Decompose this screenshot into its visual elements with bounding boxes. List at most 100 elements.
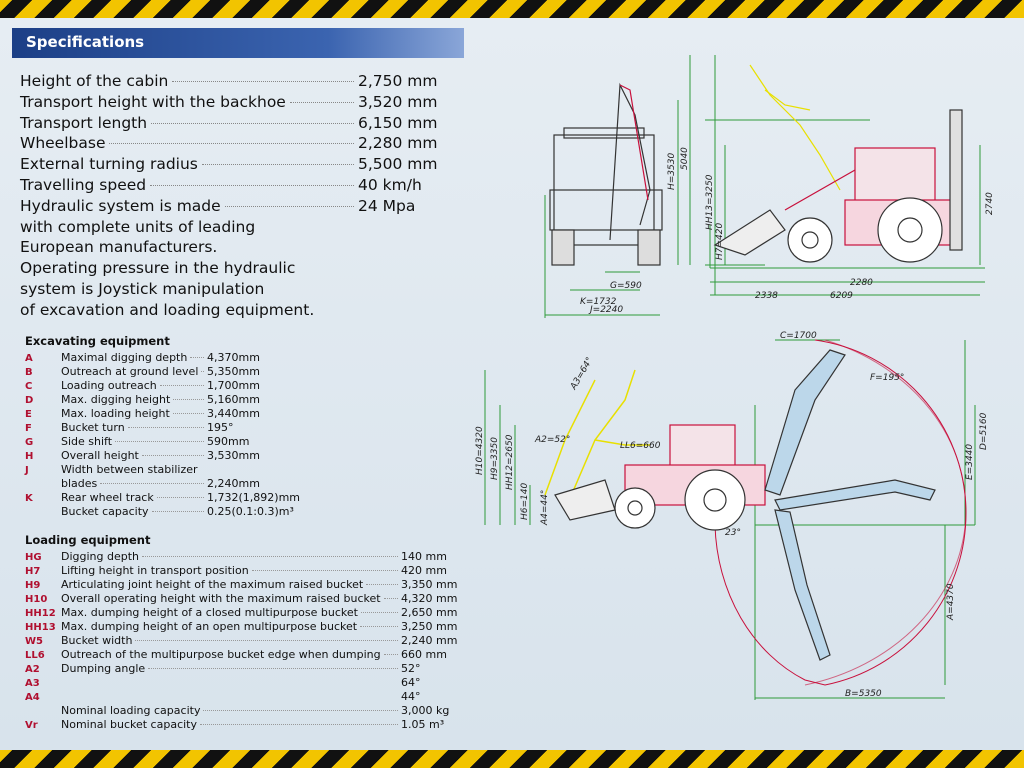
row-code: B: [25, 367, 33, 378]
table-row: HH13 Max. dumping height of an open multi…: [25, 620, 465, 634]
row-label: Overall height: [61, 449, 139, 462]
row-code: A: [25, 353, 33, 364]
spec-value: 2,750 mm: [358, 72, 438, 90]
dim-5040: 5040: [680, 147, 690, 170]
spec-value: 40 km/h: [358, 175, 422, 194]
dim-h7: H7=420: [715, 223, 725, 260]
leader-dots: [150, 184, 354, 186]
leader-dots: [360, 626, 398, 627]
leader-dots: [172, 413, 204, 414]
row-code: G: [25, 437, 34, 448]
row-code: E: [25, 409, 32, 420]
row-label: Overall operating height with the maximu…: [61, 592, 381, 605]
row-code: H7: [25, 566, 41, 577]
spec-label: Travelling speed: [20, 175, 147, 194]
table-row: LL6 Outreach of the multipurpose bucket e…: [25, 648, 465, 662]
row-code: H10: [25, 594, 48, 605]
row-label: Max. loading height: [61, 407, 170, 420]
row-value: 140 mm: [401, 550, 447, 563]
dim-h10: H10=4320: [475, 426, 485, 475]
spec-row: Travelling speed 40 km/h: [20, 176, 450, 197]
row-code: H: [25, 451, 34, 462]
row-label: Max. dumping height of an open multipurp…: [61, 620, 358, 633]
row-value: 0.25(0.1:0.3)m³: [207, 505, 294, 518]
row-label: Outreach of the multipurpose bucket edge…: [61, 648, 381, 661]
row-value: 3,000 kg: [401, 704, 450, 717]
dim-f: F=195°: [870, 373, 904, 383]
dim-hh12: HH12=2650: [505, 434, 515, 490]
dim-a: A=4370: [946, 583, 956, 621]
row-label: Max. dumping height of a closed multipur…: [61, 606, 358, 619]
row-value: 2,650 mm: [401, 606, 458, 619]
spec-value: 2,280 mm: [358, 134, 438, 153]
spec-value: 24 Mpa: [358, 196, 416, 215]
row-code: LL6: [25, 650, 45, 661]
leader-dots: [115, 441, 204, 442]
spec-row: system is Joystick manipulation: [20, 280, 450, 301]
row-value: 195°: [207, 421, 234, 434]
table-row: A4 44°: [25, 690, 465, 704]
dim-2280: 2280: [850, 278, 873, 288]
hazard-stripe-top: [0, 0, 1024, 18]
row-code: HH12: [25, 608, 56, 619]
loading-title: Loading equipment: [25, 533, 151, 547]
spec-label: system is Joystick manipulation: [20, 279, 265, 298]
dim-6209: 6209: [830, 291, 853, 301]
leader-dots: [141, 455, 204, 456]
spec-row: Operating pressure in the hydraulic: [20, 259, 450, 280]
dim-e: E=3440: [965, 444, 975, 480]
row-label: blades: [61, 477, 98, 490]
row-label: Rear wheel track: [61, 491, 154, 504]
spec-label: Operating pressure in the hydraulic: [20, 259, 296, 278]
leader-dots: [201, 164, 354, 166]
row-value: 3,250 mm: [401, 620, 458, 633]
dim-ll6: LL6=660: [620, 441, 661, 451]
side-view-machine: [713, 64, 963, 263]
row-value: 3,530mm: [207, 449, 260, 462]
leader-dots: [156, 497, 204, 498]
leader-dots: [251, 570, 398, 571]
machine-reach-drawing: C=1700 F=195° A3=64° A2=52° LL6=660 H10=…: [475, 331, 989, 700]
row-label: Bucket turn: [61, 421, 125, 434]
row-code: HH13: [25, 622, 56, 633]
dim-h6: H6=140: [520, 483, 530, 520]
spec-value: 5,500 mm: [358, 155, 438, 174]
row-code: Vr: [25, 720, 38, 731]
spec-label: of excavation and loading equipment.: [20, 300, 315, 319]
dim-h9: H9=3350: [490, 437, 500, 480]
dim-d: D=5160: [979, 412, 989, 450]
row-value: 2,240 mm: [401, 634, 458, 647]
row-value: 44°: [401, 690, 421, 703]
row-code: H9: [25, 580, 41, 591]
excavating-title: Excavating equipment: [25, 334, 170, 348]
row-code: A4: [25, 692, 40, 703]
table-row: H Overall height 3,530mm: [25, 449, 305, 463]
table-row: HH12 Max. dumping height of a closed mult…: [25, 606, 465, 620]
rear-view-machine: [549, 82, 663, 266]
spec-label: Height of the cabin: [20, 72, 169, 90]
leader-dots: [360, 612, 398, 613]
leader-dots: [201, 371, 204, 372]
row-label: Outreach at ground level: [61, 365, 199, 378]
table-row: H10 Overall operating height with the max…: [25, 592, 465, 606]
dim-k: K=1732: [580, 297, 617, 307]
row-value: 4,370mm: [207, 351, 260, 364]
row-value: 1,732(1,892)mm: [207, 491, 300, 504]
row-label: Digging depth: [61, 550, 140, 563]
leader-dots: [135, 640, 398, 641]
leader-dots: [127, 427, 204, 428]
leader-dots: [190, 357, 204, 358]
